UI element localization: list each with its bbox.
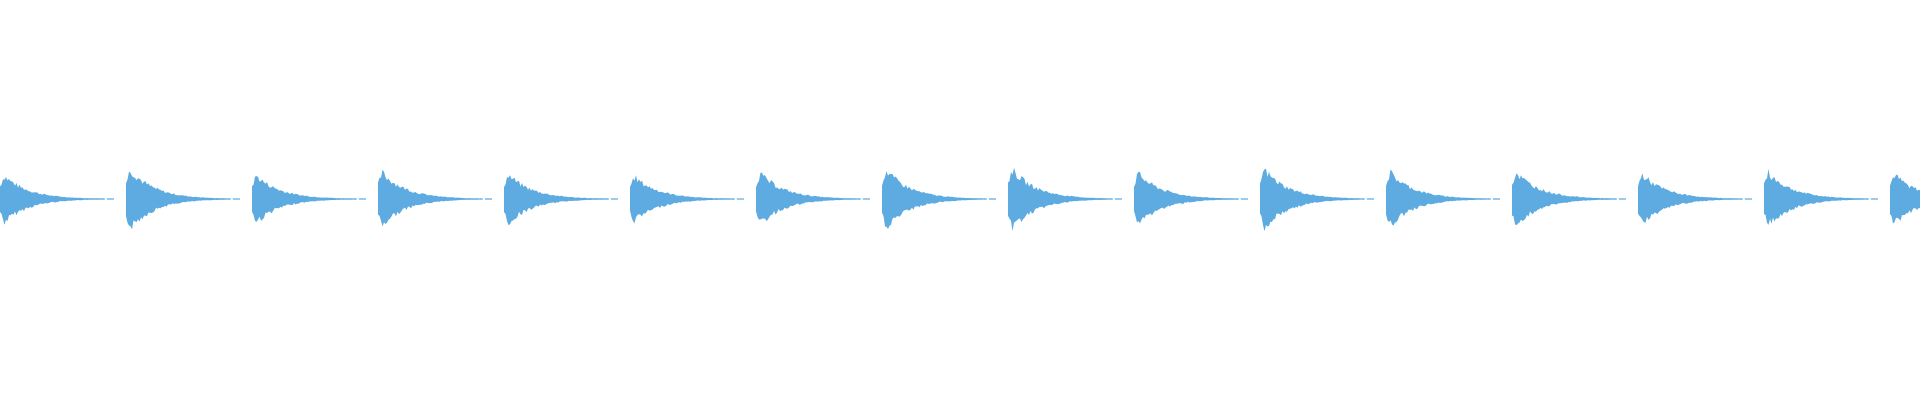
waveform-pulse bbox=[126, 171, 230, 230]
waveform-pulse bbox=[1890, 174, 1920, 224]
waveform-pulse bbox=[252, 176, 356, 222]
waveform-pulse bbox=[630, 175, 734, 224]
waveform-pulse bbox=[756, 172, 860, 222]
waveform-pulse bbox=[1386, 169, 1490, 226]
waveform-pulse bbox=[1134, 171, 1238, 224]
waveform-pulses bbox=[0, 167, 1920, 232]
waveform-pulse bbox=[1260, 168, 1364, 232]
waveform-pulse bbox=[0, 177, 104, 225]
waveform-pulse bbox=[504, 175, 608, 226]
waveform-pulse bbox=[378, 169, 482, 227]
waveform-pulse bbox=[1008, 167, 1112, 232]
waveform-pulse bbox=[1638, 173, 1742, 223]
waveform-pulse bbox=[1512, 173, 1616, 226]
waveform-pulse bbox=[882, 171, 986, 229]
waveform-pulse bbox=[1764, 168, 1868, 225]
